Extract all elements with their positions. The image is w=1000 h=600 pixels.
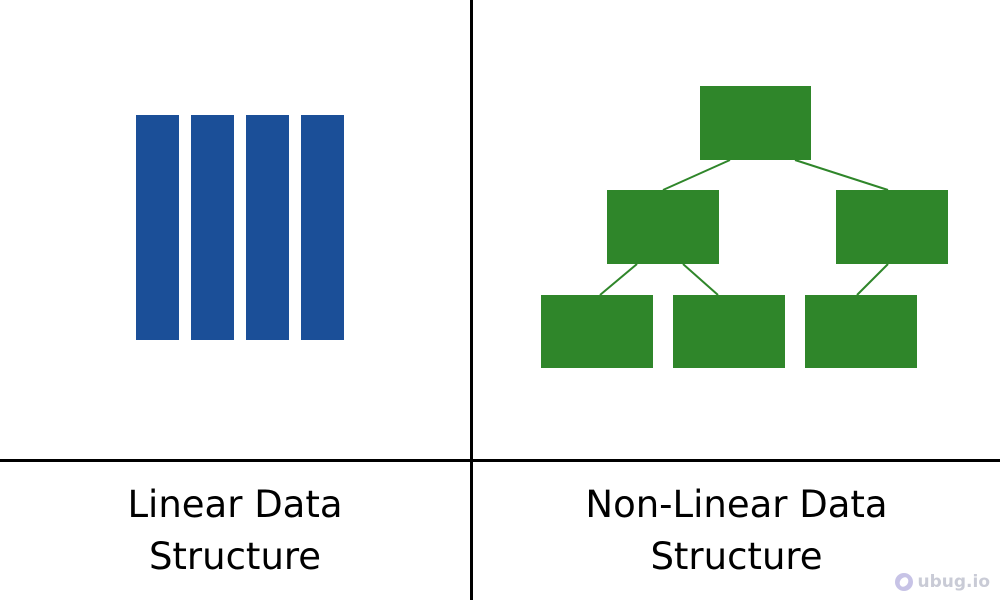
linear-bar-4 — [301, 115, 344, 340]
linear-structure-diagram — [136, 115, 344, 340]
linear-bar-1 — [136, 115, 179, 340]
linear-bar-2 — [191, 115, 234, 340]
nonlinear-caption-line-2: Structure — [650, 535, 823, 578]
watermark-text: ubug.io — [917, 572, 990, 592]
linear-caption: Linear Data Structure — [0, 476, 470, 586]
linear-caption-line-2: Structure — [148, 535, 322, 578]
tree-edge-root-right — [794, 159, 889, 191]
tree-node-left-right — [673, 295, 785, 368]
nonlinear-caption-line-1: Non-Linear Data — [585, 483, 888, 526]
tree-node-left — [607, 190, 719, 264]
horizontal-divider — [0, 459, 1000, 462]
linear-caption-line-1: Linear Data — [127, 483, 343, 526]
tree-edge-right-rightleft — [856, 263, 889, 296]
tree-node-left-left — [541, 295, 653, 368]
tree-edge-left-leftright — [682, 263, 719, 296]
vertical-divider — [470, 0, 473, 600]
nonlinear-caption: Non-Linear Data Structure — [473, 476, 1000, 586]
tree-structure-diagram — [541, 86, 948, 368]
linear-bar-3 — [246, 115, 289, 340]
ubug-logo-icon — [895, 573, 914, 591]
watermark: ubug.io — [895, 572, 990, 592]
tree-node-root — [700, 86, 811, 160]
tree-edge-root-left — [662, 159, 731, 191]
tree-node-right — [836, 190, 948, 264]
tree-edge-left-leftleft — [599, 263, 638, 296]
tree-node-right-left — [805, 295, 917, 368]
